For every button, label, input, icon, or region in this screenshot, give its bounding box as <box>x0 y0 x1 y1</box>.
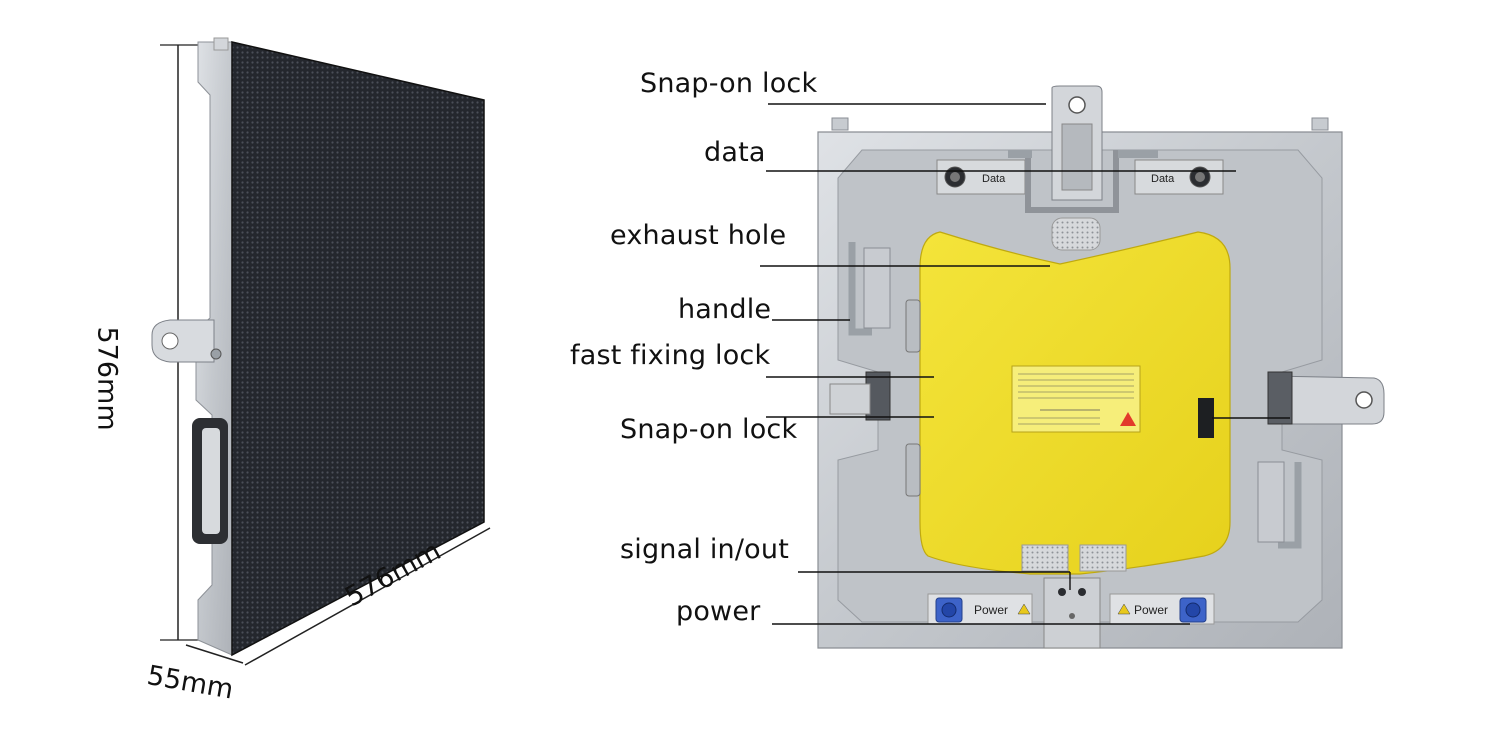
callout-fast-fixing-lock: fast fixing lock <box>570 340 771 371</box>
callout-signal-in-out: signal in/out <box>620 534 789 565</box>
data-connector-left: Data <box>936 159 1026 195</box>
fast-fixing-lock-upper <box>905 299 921 353</box>
callout-handle: handle <box>678 294 772 325</box>
callout-snap-on-lock-top: Snap-on lock <box>640 68 818 99</box>
data-port-label-right: Data <box>1151 173 1175 185</box>
bottom-vent-left <box>1021 544 1069 572</box>
power-connector-right: Power <box>1109 593 1215 625</box>
cabinet-side-view <box>151 37 491 666</box>
data-port-label-left: Data <box>982 173 1006 185</box>
callout-snap-on-lock-side: Snap-on lock <box>620 414 798 445</box>
spec-label <box>1011 365 1141 433</box>
bottom-vent-right <box>1079 544 1127 572</box>
power-label-right: Power <box>1134 603 1168 617</box>
height-dimension-label: 576mm <box>91 326 123 431</box>
left-handle <box>848 242 891 336</box>
callout-leaders <box>760 103 1290 625</box>
callout-data: data <box>704 137 766 168</box>
callout-exhaust-hole: exhaust hole <box>610 220 787 251</box>
cabinet-back-view: Data Data <box>817 85 1385 649</box>
left-snap-on-lock <box>829 371 891 421</box>
cover-latch <box>1198 398 1214 438</box>
width-dimension-line <box>244 527 491 666</box>
side-snap-lock <box>151 319 222 363</box>
data-connector-right: Data <box>1134 159 1224 195</box>
fast-fixing-lock-lower <box>905 443 921 497</box>
depth-dimension-line <box>185 644 244 664</box>
led-face <box>231 41 485 657</box>
power-connector-left: Power <box>927 593 1033 625</box>
right-handle <box>1257 461 1302 549</box>
exhaust-hole <box>1051 217 1101 251</box>
callout-power: power <box>676 596 761 627</box>
power-label-left: Power <box>974 603 1008 617</box>
right-snap-on-lock <box>1267 371 1385 425</box>
side-handle <box>192 418 228 544</box>
